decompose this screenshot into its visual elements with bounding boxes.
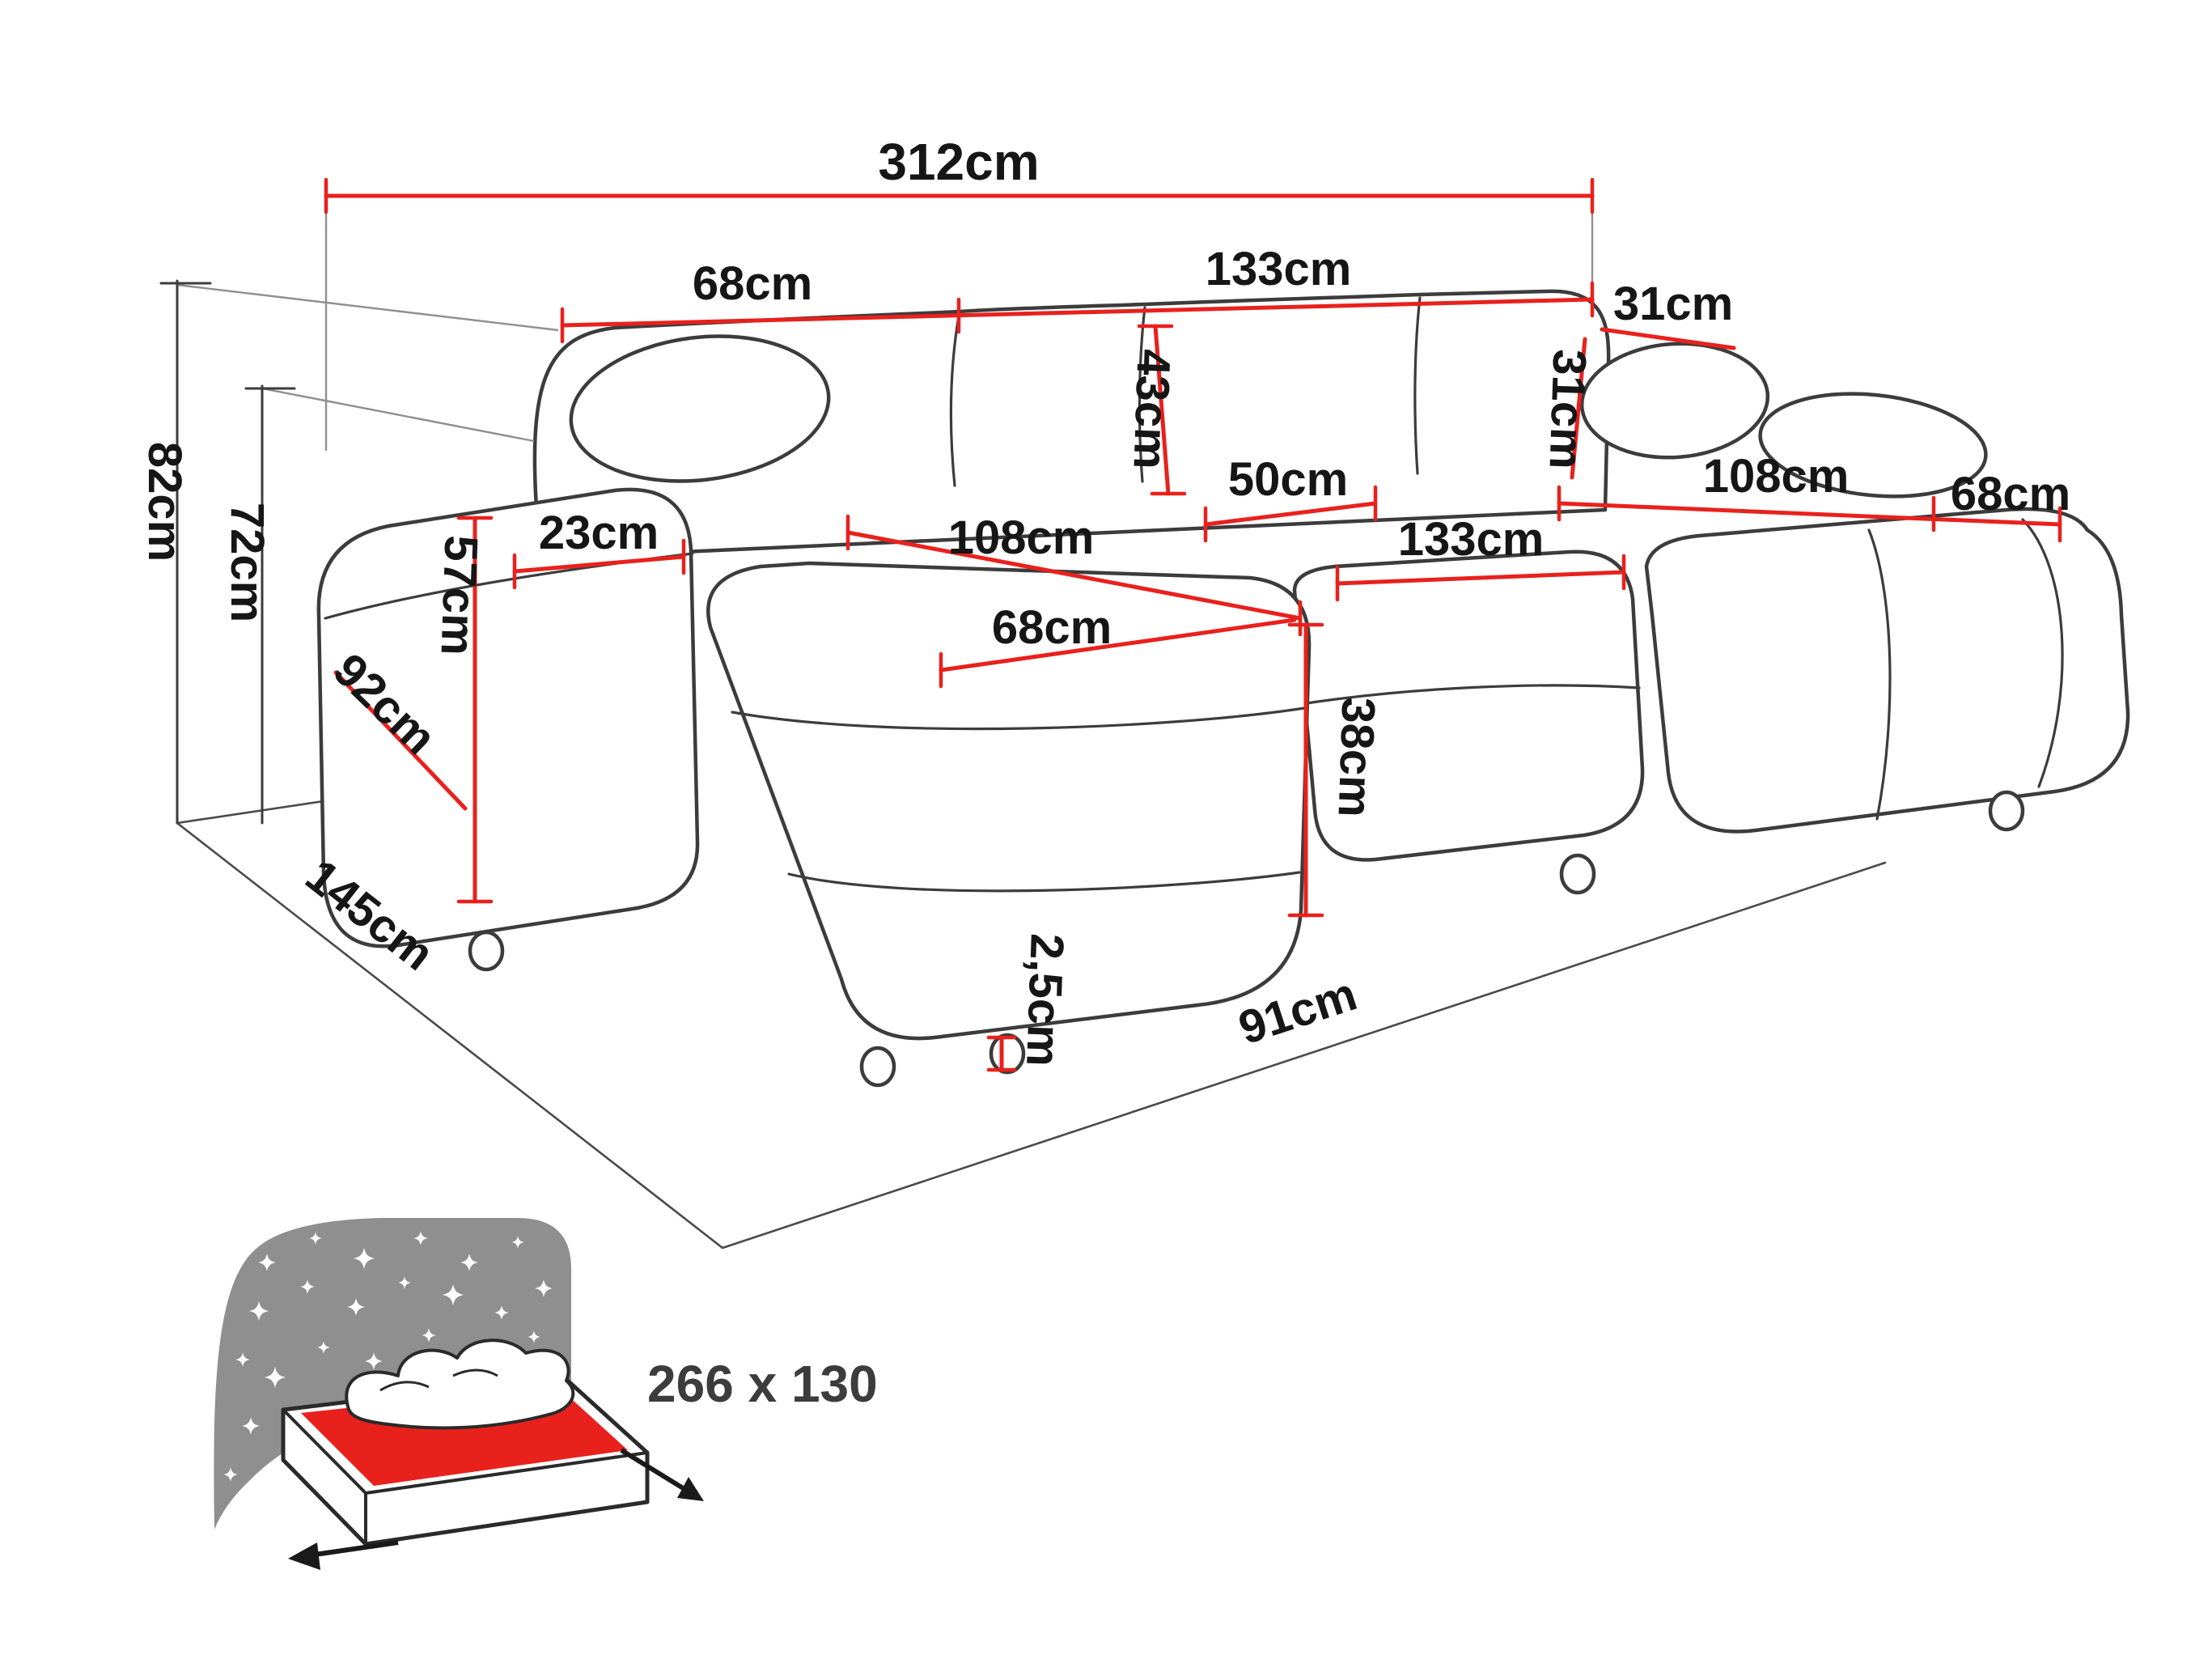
dim-seat-depth: 50cm <box>1203 453 1378 543</box>
sofa-drawing <box>316 289 2130 1088</box>
sofa-leg <box>468 930 505 972</box>
blanket-folds <box>379 1368 498 1392</box>
dim-overall-width: 312cm <box>324 133 1595 214</box>
sleeping-function-icon: 266 x 130 <box>214 1218 878 1570</box>
chaise-seam <box>787 871 1301 893</box>
dim-middle-seat-width: 133cm <box>1335 513 1626 602</box>
dim-right-chaise-length-label: 108cm <box>1703 450 1850 503</box>
dim-overall-width-label: 312cm <box>878 133 1039 191</box>
dim-pillow-height-label: 31cm <box>1539 348 1595 470</box>
sofa-leg <box>859 1046 896 1088</box>
floor-edge <box>176 821 1887 1250</box>
dim-pillow-height: 31cm <box>1539 337 1596 480</box>
dim-back-cushion-height: 43cm <box>1123 324 1187 496</box>
back-pillow <box>569 334 831 483</box>
dim-leg-height: 2,5cm <box>986 932 1074 1072</box>
projection-line <box>261 387 535 443</box>
dim-back-cushion-height-label: 43cm <box>1123 348 1180 470</box>
dim-overall-height-label: 82cm <box>138 442 191 562</box>
sleeping-area-label: 266 x 130 <box>647 1355 878 1413</box>
dim-armrest-front-height: 57cm <box>430 516 494 904</box>
dim-left-chaise-width-label: 68cm <box>992 601 1112 654</box>
seat-seam <box>1299 684 1641 706</box>
dim-armrest-height-label: 72cm <box>221 503 273 622</box>
dim-leg-height-label: 2,5cm <box>1016 932 1074 1067</box>
blanket <box>345 1339 575 1430</box>
dim-right-chaise: 108cm 68cm <box>1557 450 2070 543</box>
dim-left-chaise-width: 68cm <box>939 601 1297 689</box>
dim-armrest-front-height-label: 57cm <box>430 534 487 656</box>
chaise-seam <box>1867 528 1892 821</box>
backrest-seam <box>949 314 960 487</box>
backrest-seam <box>1413 296 1422 475</box>
dim-left-chaise-length: 108cm <box>845 511 1303 637</box>
chaise-seam <box>2021 518 2064 788</box>
dim-back-middle-label: 133cm <box>1206 243 1352 295</box>
middle-seat <box>1292 549 1645 862</box>
sofa-leg <box>1559 853 1596 895</box>
dim-seat-height-label: 38cm <box>1328 696 1384 818</box>
dim-seat-height: 38cm <box>1287 622 1385 918</box>
chaise-seam <box>731 706 1306 731</box>
mattress-edges <box>282 1408 648 1544</box>
dim-armrest-width-label: 23cm <box>539 507 659 559</box>
arrow-left-icon <box>288 1540 399 1570</box>
dim-middle-seat-width-label: 133cm <box>1398 513 1545 566</box>
dim-overall-height: 82cm <box>138 279 212 825</box>
dim-pillow-width: 31cm <box>1600 278 1736 350</box>
sofa-legs <box>468 790 2025 1088</box>
right-pillow <box>1579 342 1770 460</box>
dim-pillow-width-label: 31cm <box>1613 278 1733 330</box>
dim-armrest-width: 23cm <box>512 507 686 590</box>
dim-backrest-sections: 68cm 133cm <box>560 243 1595 344</box>
sofa-leg <box>1988 790 2025 832</box>
dim-right-chaise-width-label: 68cm <box>1951 468 2070 520</box>
left-armrest <box>316 487 700 948</box>
dim-back-left-label: 68cm <box>693 257 812 310</box>
sofa-leg <box>989 1033 1026 1075</box>
projection-line <box>176 283 559 332</box>
right-arm-cushion <box>1758 392 1988 499</box>
dim-armrest-height: 72cm <box>221 384 296 825</box>
left-chaise <box>706 561 1312 1041</box>
right-chaise <box>1644 507 2130 834</box>
arrow-right-icon <box>620 1448 704 1501</box>
dim-left-chaise-length-label: 108cm <box>948 511 1095 564</box>
dim-seat-depth-label: 50cm <box>1228 453 1348 506</box>
